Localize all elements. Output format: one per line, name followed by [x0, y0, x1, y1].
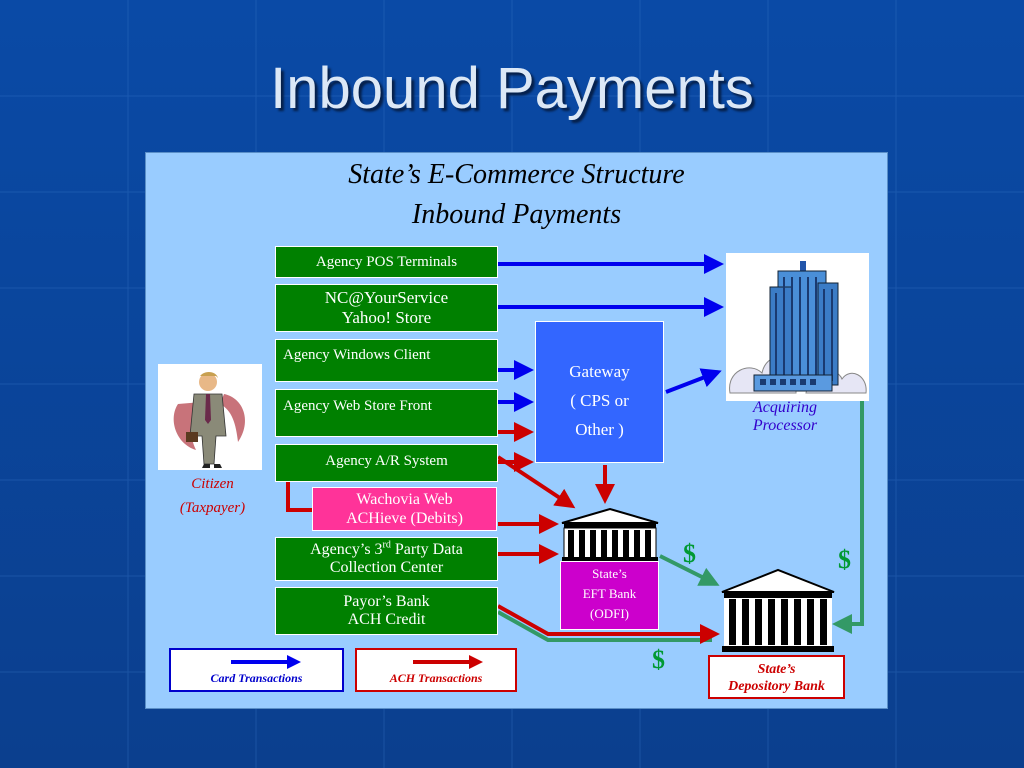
- third-party-line1-a: Agency’s 3: [310, 541, 383, 558]
- legend-ach-transactions: ACH Transactions: [355, 648, 517, 692]
- slide-title: Inbound Payments: [270, 56, 754, 121]
- depository-bank-box: State’s Depository Bank: [708, 655, 845, 699]
- wachovia-line2: ACHieve (Debits): [346, 510, 463, 527]
- ncyourservice-line2: Yahoo! Store: [341, 308, 432, 327]
- arrow-ar-to-eft: [496, 455, 576, 509]
- legend-ach-label: ACH Transactions: [389, 671, 483, 685]
- agency-pos-terminals-label: Agency POS Terminals: [315, 254, 458, 270]
- depository-bank-building-icon: [721, 568, 835, 652]
- third-party-line1-b: Party Data: [390, 541, 463, 558]
- arrow-gateway-to-acquirer: [665, 368, 722, 394]
- eft-bank-line1: State’s: [592, 566, 627, 581]
- agency-ar-system-box: Agency A/R System: [275, 444, 498, 482]
- citizen-clipart: [158, 364, 262, 470]
- third-party-sup: rd: [382, 539, 391, 551]
- payors-bank-line2: ACH Credit: [347, 611, 426, 628]
- arrow-payor-to-depository: [497, 604, 720, 644]
- acquiring-processor-label: Acquiring Processor: [735, 399, 835, 435]
- citizen-label: Citizen (Taxpayer): [160, 472, 265, 520]
- citizen-line1: Citizen: [191, 476, 234, 492]
- connector-payor-green: [497, 610, 712, 642]
- agency-ar-system-label: Agency A/R System: [325, 453, 448, 469]
- ncyourservice-box: NC@YourService Yahoo! Store: [275, 284, 498, 332]
- ncyourservice-line1: NC@YourService: [324, 288, 449, 307]
- acquiring-processor-clipart: [726, 253, 869, 401]
- gateway-box: Gateway ( CPS or Other ): [535, 321, 664, 463]
- eft-bank-box: State’s EFT Bank (ODFI): [560, 561, 659, 630]
- wachovia-line1: Wachovia Web: [356, 491, 453, 508]
- legend-card-transactions: Card Transactions: [169, 648, 344, 692]
- third-party-line1: Agency’s 3rd Party Data: [310, 539, 463, 559]
- office-building-icon: [729, 261, 867, 394]
- eft-bank-line3: (ODFI): [590, 606, 629, 621]
- arrow-eft-to-depository: [659, 554, 720, 586]
- agency-windows-client-box: Agency Windows Client: [275, 339, 498, 382]
- eft-bank-building-icon: [561, 507, 659, 562]
- arrow-acquirer-to-depository: [832, 400, 864, 634]
- agency-web-store-label: Agency Web Store Front: [283, 398, 432, 414]
- businessman-icon: [173, 372, 246, 468]
- legend-red-arrow-icon: [413, 655, 483, 669]
- agency-windows-client-label: Agency Windows Client: [283, 347, 431, 363]
- payors-bank-line1: Payor’s Bank: [343, 593, 430, 610]
- depository-line2: Depository Bank: [728, 679, 825, 694]
- gateway-line3: Other ): [575, 420, 624, 439]
- dollar-sign-eft: $: [683, 539, 696, 568]
- gateway-line2: ( CPS or: [570, 391, 629, 410]
- depository-line1: State’s: [757, 662, 796, 677]
- diagram-title-line1: State’s E-Commerce Structure: [348, 159, 685, 190]
- dollar-sign-acquirer: $: [838, 545, 851, 574]
- payors-bank-box: Payor’s Bank ACH Credit: [275, 587, 498, 635]
- connector-ar-to-wachovia: [286, 482, 312, 512]
- gateway-line1: Gateway: [569, 362, 630, 381]
- wachovia-achieve-box: Wachovia Web ACHieve (Debits): [312, 487, 497, 531]
- eft-bank-line2: EFT Bank: [582, 586, 637, 601]
- diagram-title-line2: Inbound Payments: [411, 199, 622, 230]
- diagram-title: State’s E-Commerce Structure Inbound Pay…: [145, 155, 888, 235]
- third-party-collection-box: Agency’s 3rd Party Data Collection Cente…: [275, 537, 498, 581]
- agency-pos-terminals-box: Agency POS Terminals: [275, 246, 498, 278]
- third-party-line2: Collection Center: [329, 559, 444, 576]
- agency-web-store-box: Agency Web Store Front: [275, 389, 498, 437]
- legend-blue-arrow-icon: [231, 655, 301, 669]
- acquiring-line1: Acquiring: [753, 399, 817, 416]
- citizen-line2: (Taxpayer): [179, 500, 246, 516]
- dollar-sign-payor: $: [652, 645, 665, 674]
- legend-card-label: Card Transactions: [210, 671, 303, 685]
- acquiring-line2: Processor: [752, 417, 818, 434]
